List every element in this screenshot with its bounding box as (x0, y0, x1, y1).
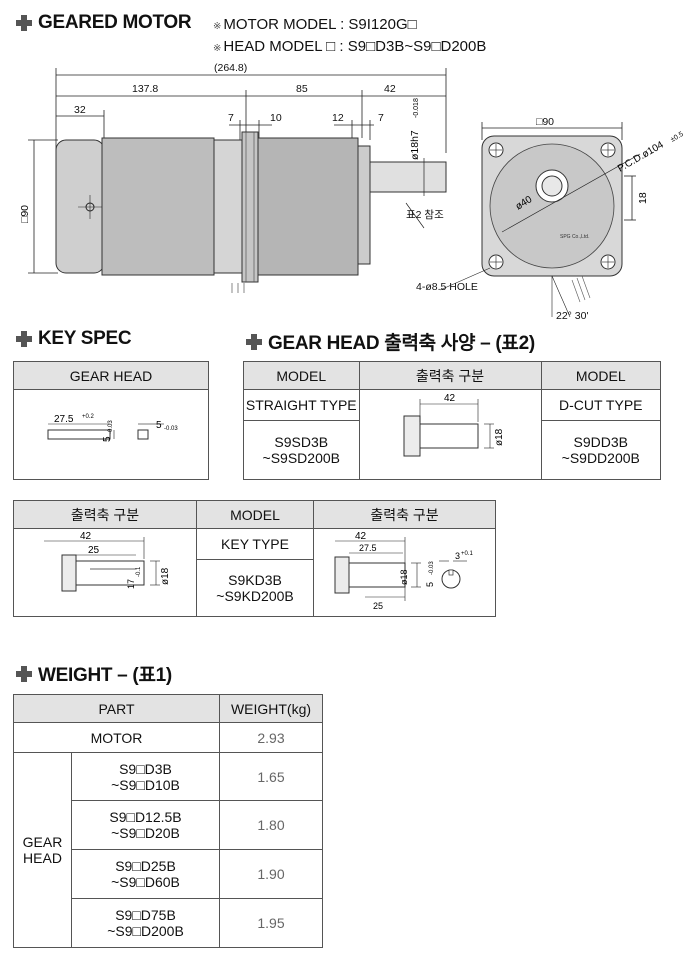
dim-key-18: ø18 (160, 567, 171, 585)
key-type-table: 출력축 구분 MODEL 출력축 구분 42 25 17 -0 (13, 500, 496, 618)
dim-straight-42: 42 (444, 393, 456, 404)
wt-motor-label: MOTOR (13, 722, 220, 753)
straight-shaft-drawing: 42 ø18 (403, 393, 505, 457)
key-spec-header: GEAR HEAD (13, 361, 209, 390)
dim-key-17: 17 (126, 579, 136, 589)
dim-key-17-tol: -0.1 (136, 566, 142, 577)
dim-dcut-42: 42 (355, 531, 367, 542)
dcut-model-1: S9DD3B (573, 434, 628, 451)
cross-bullet-icon (16, 331, 32, 347)
key-type-label: KEY TYPE (195, 528, 315, 560)
dim-key-42: 42 (80, 531, 92, 542)
dim-137: 137.8 (132, 83, 158, 95)
dim-12: 12 (332, 112, 344, 124)
dim-straight-18: ø18 (494, 428, 505, 446)
kt-col-output2: 출력축 구분 (313, 500, 496, 529)
angle-note: 22° 30' (556, 310, 588, 322)
dim-pcd-tol: ±0.5 (670, 131, 685, 144)
key-shaft-drawing-cell: 42 25 17 -0.1 ø18 (13, 528, 197, 617)
key-model-2: ~S9KD200B (216, 587, 294, 604)
kt-col-model: MODEL (195, 500, 315, 529)
dim-dcut-27: 27.5 (359, 543, 377, 553)
dcut-type-label: D-CUT TYPE (540, 388, 661, 422)
wt-row-model: S9□D12.5B ~S9□D20B (71, 800, 220, 850)
reference-mark-icon: ※ (213, 43, 222, 54)
dim-key-25: 25 (88, 545, 100, 556)
kt-col-output1: 출력축 구분 (13, 500, 197, 529)
dim-key-5b: 5 (156, 420, 162, 431)
wt-gear-head-label: GEAR HEAD (13, 752, 72, 948)
dim-key-5b-tol: -0.03 (164, 426, 178, 432)
dim-key-5a-tol: -0.03 (108, 420, 114, 434)
dim-shaft: ø18h7 (409, 130, 421, 160)
wt-row-value: 1.65 (219, 752, 323, 801)
geared-motor-title: GEARED MOTOR (16, 12, 192, 34)
straight-type-label: STRAIGHT TYPE (243, 388, 360, 422)
key-spec-title: KEY SPEC (16, 328, 132, 350)
wt-row-value: 1.80 (219, 800, 323, 850)
dcut-shaft-drawing-cell: 42 27.5 25 ø18 5 -0.03 3 +0.1 (313, 528, 496, 617)
ref-table-note: 표2 참조 (406, 209, 444, 221)
dim-key-27-tol: +0.2 (82, 414, 95, 420)
wt-row-model: S9□D3B ~S9□D10B (71, 752, 220, 801)
gear-head-title: GEAR HEAD 출력축 사양 – (표2) (246, 328, 535, 355)
wt-row-model: S9□D25B ~S9□D60B (71, 849, 220, 899)
dim-32: 32 (74, 104, 86, 116)
dim-sq90-front: □90 (536, 116, 554, 128)
dim-dcut-5: 5 (425, 582, 435, 587)
dim-total: (264.8) (214, 62, 247, 74)
key-model-cell: S9KD3B ~S9KD200B (195, 558, 315, 618)
reference-mark-icon: ※ (213, 21, 222, 32)
dim-10: 10 (270, 112, 282, 124)
wt-row-value: 1.95 (219, 898, 323, 948)
brand-label: SPG Co.,Ltd. (560, 234, 589, 240)
weight-table: PART WEIGHT(kg) MOTOR 2.93 GEAR HEAD S9□… (13, 694, 323, 948)
dim-pcd: P.C.D.ø104 (616, 139, 666, 174)
motor-front-view-drawing: □90 4-ø8.5 HOLE 22° 30' ø40 P.C.D.ø104 ±… (416, 116, 685, 322)
dim-dcut-25: 25 (373, 601, 383, 611)
gh-col-model2: MODEL (540, 361, 661, 390)
dim-key-27: 27.5 (54, 414, 74, 425)
straight-model-2: ~S9SD200B (262, 450, 340, 467)
dim-7b: 7 (378, 112, 384, 124)
key-model-1: S9KD3B (228, 571, 282, 588)
wt-row-value: 1.90 (219, 849, 323, 899)
wt-col-weight: WEIGHT(kg) (219, 694, 323, 723)
dcut-model-cell: S9DD3B ~S9DD200B (540, 420, 661, 480)
dcut-model-2: ~S9DD200B (561, 450, 640, 467)
dcut-shaft-drawing: 42 27.5 25 ø18 5 -0.03 3 +0.1 (334, 531, 474, 611)
straight-model-cell: S9SD3B ~S9SD200B (243, 420, 360, 480)
wt-motor-value: 2.93 (219, 722, 323, 753)
head-model-note: ※HEAD MODEL □ : S9□D3B~S9□D200B (213, 38, 487, 55)
dim-key-5a: 5 (102, 436, 113, 442)
wt-col-part: PART (13, 694, 220, 723)
weight-title: WEIGHT – (표1) (16, 660, 172, 687)
dim-sq90-side: □90 (19, 205, 31, 223)
cross-bullet-icon (246, 333, 262, 350)
dim-dcut-3: 3 (455, 551, 460, 561)
dim-shaft-tol: -0.018 (413, 98, 420, 118)
dim-7a: 7 (228, 112, 234, 124)
dim-42: 42 (384, 83, 396, 95)
motor-model-note: ※MOTOR MODEL : S9I120G□ (213, 16, 417, 33)
gh-col-model: MODEL (243, 361, 360, 390)
gh-col-output: 출력축 구분 (358, 361, 542, 390)
dim-85: 85 (296, 83, 308, 95)
dim-dcut-5-tol: -0.03 (429, 561, 435, 575)
straight-shaft-drawing-cell: 42 ø18 (358, 389, 542, 480)
wt-row-model: S9□D75B ~S9□D200B (71, 898, 220, 948)
gear-head-table: MODEL 출력축 구분 MODEL STRAIGHT TYPE 42 ø18 (243, 361, 661, 480)
hole-note: 4-ø8.5 HOLE (416, 281, 478, 293)
key-spec-drawing: 27.5 +0.2 5 -0.03 5 -0.03 (47, 414, 178, 442)
straight-model-1: S9SD3B (274, 434, 329, 451)
dim-dcut-3-tol: +0.1 (461, 551, 474, 557)
key-spec-drawing-cell: 27.5 +0.2 5 -0.03 5 -0.03 (13, 389, 209, 480)
dim-18: 18 (637, 192, 649, 204)
key-spec-table: GEAR HEAD 27.5 +0.2 5 -0.03 5 -0.03 (13, 361, 209, 480)
motor-side-view-drawing: (264.8) 137.8 85 42 32 7 10 12 7 표2 참조 ø… (19, 62, 447, 293)
cross-bullet-icon (16, 15, 32, 31)
cross-bullet-icon (16, 665, 32, 682)
key-shaft-drawing: 42 25 17 -0.1 ø18 (44, 531, 171, 592)
dim-dcut-18: ø18 (399, 569, 409, 585)
